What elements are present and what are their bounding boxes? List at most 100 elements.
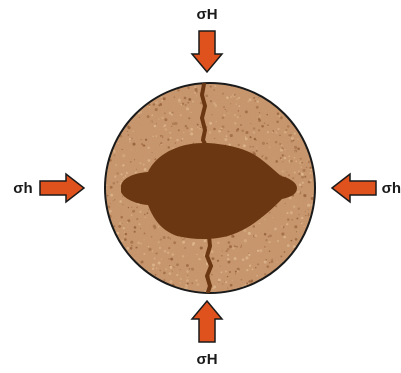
rock-grain	[242, 258, 245, 261]
rock-grain	[237, 128, 239, 130]
rock-grain	[238, 144, 240, 146]
rock-grain	[234, 122, 236, 124]
rock-grain	[253, 131, 255, 133]
rock-grain	[213, 285, 216, 288]
rock-grain	[158, 118, 159, 119]
rock-grain	[225, 270, 227, 272]
rock-grain	[170, 266, 173, 269]
rock-grain	[139, 117, 140, 118]
rock-grain	[285, 155, 286, 156]
rock-grain	[303, 194, 306, 197]
rock-grain	[200, 127, 201, 128]
rock-grain	[212, 257, 215, 260]
rock-grain	[116, 232, 119, 235]
rock-grain	[228, 113, 229, 114]
rock-grain	[142, 261, 144, 263]
rock-grain	[237, 116, 239, 118]
rock-grain	[259, 249, 262, 252]
rock-grain	[176, 263, 179, 266]
rock-grain	[217, 260, 219, 262]
rock-grain	[199, 128, 200, 129]
rock-grain	[145, 217, 146, 218]
rock-grain	[191, 282, 193, 284]
rock-grain	[161, 143, 162, 144]
rock-grain	[221, 255, 222, 256]
rock-grain	[164, 112, 165, 113]
rock-grain	[180, 114, 182, 116]
rock-grain	[153, 103, 156, 106]
rock-grain	[110, 194, 113, 197]
rock-grain	[213, 89, 215, 91]
rock-grain	[152, 264, 155, 267]
rock-grain	[290, 160, 293, 163]
rock-grain	[169, 112, 172, 115]
rock-grain	[301, 222, 303, 224]
rock-grain	[122, 154, 125, 157]
rock-grain	[238, 105, 240, 107]
rock-grain	[296, 218, 298, 220]
rock-grain	[226, 135, 228, 137]
rock-grain	[161, 100, 163, 102]
rock-grain	[241, 129, 244, 132]
rock-grain	[294, 225, 297, 228]
rock-grain	[118, 143, 119, 144]
rock-grain	[282, 170, 284, 172]
rock-grain	[181, 104, 182, 105]
label-right-sigma-h: σh	[382, 180, 401, 197]
rock-grain	[123, 177, 125, 179]
rock-grain	[214, 85, 216, 87]
rock-grain	[116, 181, 118, 183]
rock-grain	[127, 247, 130, 250]
rock-grain	[190, 128, 193, 131]
rock-grain	[168, 258, 169, 259]
rock-grain	[256, 275, 258, 277]
rock-grain	[305, 211, 306, 212]
rock-grain	[227, 276, 228, 277]
rock-grain	[180, 278, 182, 280]
rock-grain	[269, 250, 271, 252]
rock-grain	[211, 251, 213, 253]
rock-grain	[147, 147, 149, 149]
rock-grain	[152, 268, 155, 271]
rock-grain	[293, 205, 296, 208]
rock-grain	[168, 146, 170, 148]
rock-grain	[224, 138, 227, 141]
rock-grain	[268, 241, 270, 243]
rock-grain	[309, 179, 312, 182]
rock-grain	[154, 125, 156, 127]
label-bottom-sigma-H: σH	[196, 351, 217, 368]
rock-grain	[301, 186, 303, 188]
rock-grain	[235, 103, 237, 105]
rock-grain	[125, 233, 127, 235]
rock-grain	[287, 125, 290, 128]
rock-grain	[291, 140, 293, 142]
rock-grain	[267, 124, 269, 126]
rock-grain	[288, 156, 290, 158]
rock-grain	[223, 106, 225, 108]
rock-grain	[211, 114, 212, 115]
rock-grain	[259, 112, 260, 113]
rock-grain	[236, 98, 238, 100]
rock-grain	[182, 255, 184, 257]
rock-grain	[281, 158, 283, 160]
rock-grain	[249, 146, 251, 148]
rock-grain	[244, 239, 247, 242]
rock-grain	[130, 247, 133, 250]
rock-grain	[259, 223, 260, 224]
rock-grain	[134, 226, 137, 229]
rock-grain	[285, 237, 286, 238]
rock-grain	[160, 238, 162, 240]
rock-grain	[222, 283, 223, 284]
rock-grain	[308, 161, 311, 164]
rock-grain	[272, 131, 274, 133]
rock-grain	[226, 111, 227, 112]
rock-grain	[310, 172, 312, 174]
rock-grain	[297, 148, 300, 151]
rock-grain	[164, 250, 167, 253]
rock-grain	[241, 279, 243, 281]
rock-grain	[255, 139, 257, 141]
rock-grain	[192, 244, 194, 246]
rock-grain	[268, 139, 269, 140]
rock-grain	[114, 175, 116, 177]
